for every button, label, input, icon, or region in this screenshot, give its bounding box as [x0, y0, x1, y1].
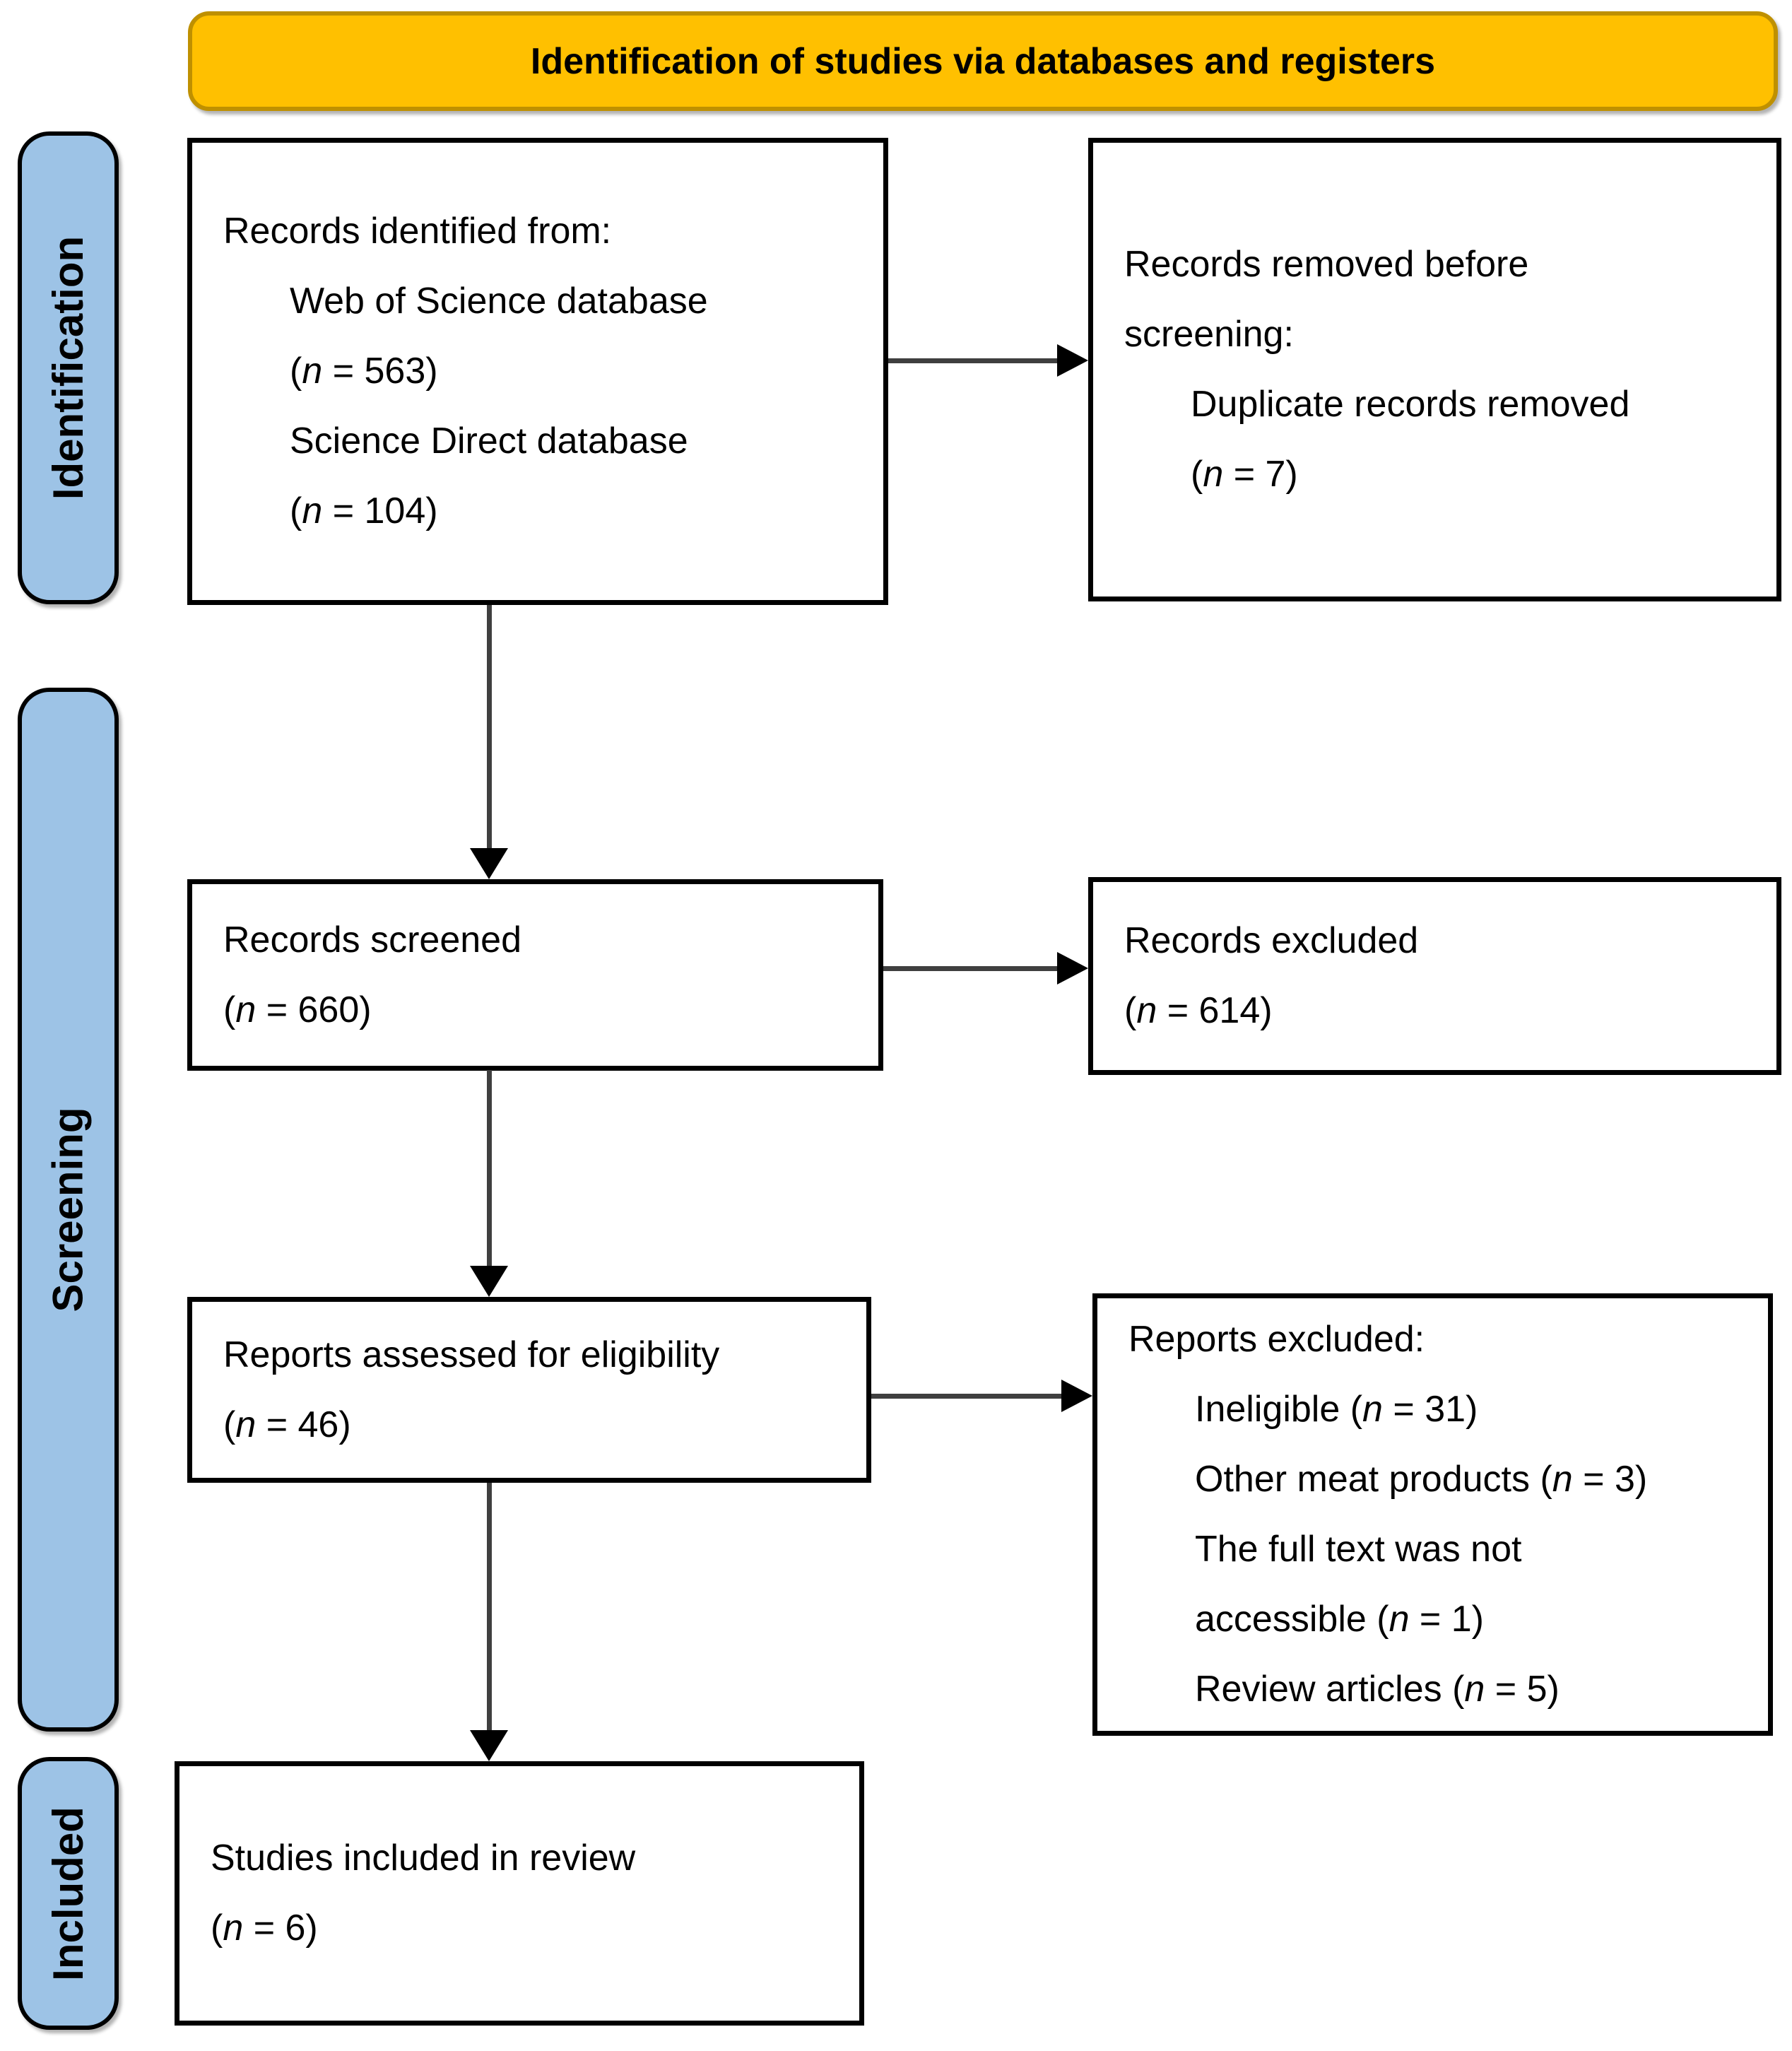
stage-label-text: Screening	[45, 1107, 93, 1312]
stage-label-text: Included	[45, 1806, 92, 1981]
banner-title: Identification of studies via databases …	[188, 11, 1778, 111]
box-studies-included: Studies included in review (n = 6)	[175, 1761, 864, 2026]
arrow-screened-to-assessed	[469, 1070, 509, 1297]
arrow-shaft	[883, 966, 1063, 971]
box-line: (n = 104)	[290, 490, 438, 531]
box-line: Science Direct database	[290, 421, 688, 462]
arrowhead-right-icon	[1057, 344, 1088, 377]
box-line: Reports assessed for eligibility	[223, 1334, 720, 1375]
stage-label-screening: Screening	[18, 688, 119, 1732]
arrow-shaft	[888, 358, 1063, 363]
stage-label-text: Identification	[45, 235, 92, 500]
box-line: Studies included in review	[211, 1838, 636, 1879]
box-records-removed: Records removed before screening: Duplic…	[1088, 138, 1781, 601]
arrow-assessed-to-excluded	[871, 1380, 1092, 1412]
box-records-excluded: Records excluded (n = 614)	[1088, 877, 1781, 1075]
box-line: Web of Science database	[290, 281, 708, 322]
arrow-identified-to-screened	[469, 605, 509, 879]
box-line: Records screened	[223, 919, 521, 960]
box-line: Ineligible (n = 31)	[1195, 1389, 1478, 1430]
arrowhead-right-icon	[1057, 952, 1088, 985]
box-reports-assessed: Reports assessed for eligibility (n = 46…	[187, 1297, 871, 1483]
box-line: Review articles (n = 5)	[1195, 1669, 1560, 1710]
box-line: Duplicate records removed	[1191, 384, 1630, 425]
box-line: (n = 660)	[223, 989, 372, 1030]
box-line: Records excluded	[1124, 920, 1419, 961]
box-line: (n = 614)	[1124, 990, 1273, 1031]
box-records-screened: Records screened (n = 660)	[187, 879, 883, 1071]
box-line: screening:	[1124, 314, 1294, 355]
arrow-screened-to-excluded	[883, 952, 1088, 985]
box-line: Reports excluded:	[1128, 1319, 1425, 1360]
box-line: Records identified from:	[223, 211, 612, 252]
arrow-shaft	[487, 1483, 492, 1736]
arrow-shaft	[487, 605, 492, 854]
box-line: Records removed before	[1124, 244, 1529, 285]
box-line: The full text was not	[1195, 1529, 1522, 1570]
arrowhead-down-icon	[470, 1266, 508, 1297]
arrow-assessed-to-included	[469, 1483, 509, 1761]
box-line: Other meat products (n = 3)	[1195, 1459, 1648, 1500]
box-line: (n = 7)	[1191, 454, 1298, 495]
arrowhead-down-icon	[470, 1730, 508, 1761]
arrow-shaft	[871, 1394, 1067, 1399]
box-reports-excluded: Reports excluded: Ineligible (n = 31) Ot…	[1092, 1293, 1773, 1736]
box-line: (n = 563)	[290, 351, 438, 392]
box-records-identified: Records identified from: Web of Science …	[187, 138, 888, 605]
box-line: (n = 6)	[211, 1908, 318, 1949]
arrowhead-right-icon	[1061, 1380, 1092, 1412]
box-line: accessible (n = 1)	[1195, 1599, 1484, 1640]
box-line: (n = 46)	[223, 1404, 351, 1445]
stage-label-included: Included	[18, 1757, 119, 2030]
arrow-identified-to-removed	[888, 344, 1088, 377]
arrowhead-down-icon	[470, 848, 508, 879]
arrow-shaft	[487, 1070, 492, 1271]
stage-label-identification: Identification	[18, 131, 119, 604]
